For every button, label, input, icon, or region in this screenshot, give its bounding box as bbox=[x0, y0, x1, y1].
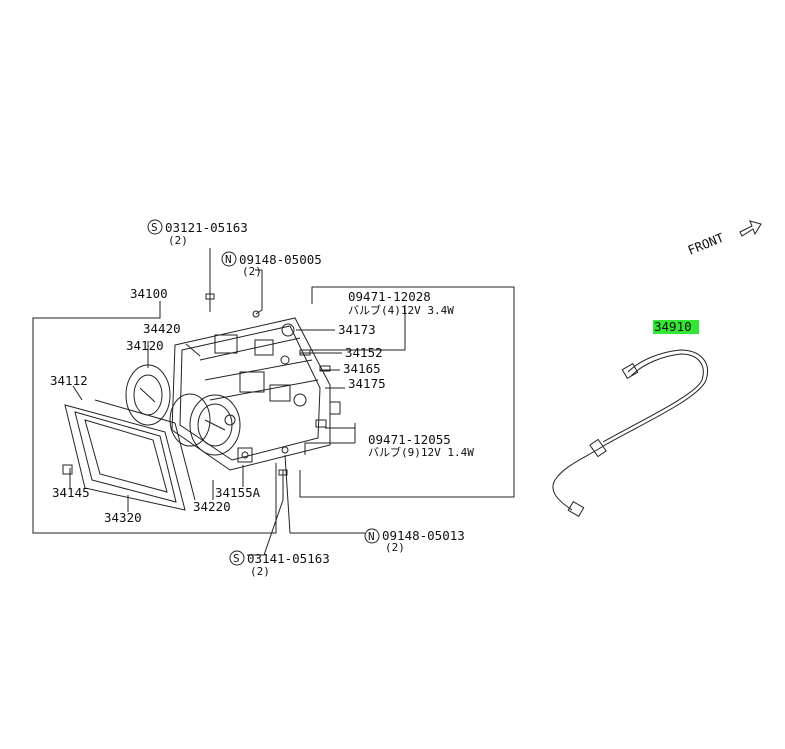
label-09148-05013: 09148-05013 bbox=[382, 528, 465, 543]
label-34220: 34220 bbox=[193, 499, 231, 514]
label-03121-qty: (2) bbox=[168, 234, 188, 247]
prefix-s-marker-2: S bbox=[233, 552, 240, 565]
meter-assembly-drawing bbox=[62, 293, 341, 511]
label-34165: 34165 bbox=[343, 361, 381, 376]
label-09471-12055: 09471-12055 bbox=[368, 432, 451, 447]
front-arrow-icon bbox=[739, 220, 762, 237]
label-09148-05005-qty: (2) bbox=[242, 265, 262, 278]
label-34120: 34120 bbox=[126, 338, 164, 353]
front-direction-indicator: FRONT bbox=[686, 220, 762, 258]
part-labels: 03121-05163 (2) 09148-05005 (2) 34100 09… bbox=[50, 220, 692, 578]
prefix-markers: S N N S bbox=[147, 219, 380, 566]
label-03141-05163: 03141-05163 bbox=[247, 551, 330, 566]
label-34145: 34145 bbox=[52, 485, 90, 500]
label-03141-05163-qty: (2) bbox=[250, 565, 270, 578]
label-34100: 34100 bbox=[130, 286, 168, 301]
label-09148-05013-qty: (2) bbox=[385, 541, 405, 554]
label-34112: 34112 bbox=[50, 373, 88, 388]
label-09471-12055-desc: バルブ(9)12V 1.4W bbox=[368, 445, 474, 459]
label-09148-05005: 09148-05005 bbox=[239, 252, 322, 267]
label-03121-05163: 03121-05163 bbox=[165, 220, 248, 235]
label-09471-12028-desc: バルブ(4)12V 3.4W bbox=[348, 303, 454, 317]
label-34173: 34173 bbox=[338, 322, 376, 337]
part-highlight bbox=[653, 320, 699, 334]
prefix-s-marker: S bbox=[151, 221, 158, 234]
front-label: FRONT bbox=[686, 230, 727, 258]
label-34155A: 34155A bbox=[215, 485, 261, 500]
speedometer-cable-drawing bbox=[552, 349, 708, 518]
label-34320: 34320 bbox=[104, 510, 142, 525]
prefix-n-marker: N bbox=[225, 253, 232, 266]
label-34175: 34175 bbox=[348, 376, 386, 391]
label-34910: 34910 bbox=[654, 319, 692, 334]
prefix-n-marker-2: N bbox=[368, 530, 375, 543]
label-34152: 34152 bbox=[345, 345, 383, 360]
label-09471-12028: 09471-12028 bbox=[348, 289, 431, 304]
label-34420: 34420 bbox=[143, 321, 181, 336]
